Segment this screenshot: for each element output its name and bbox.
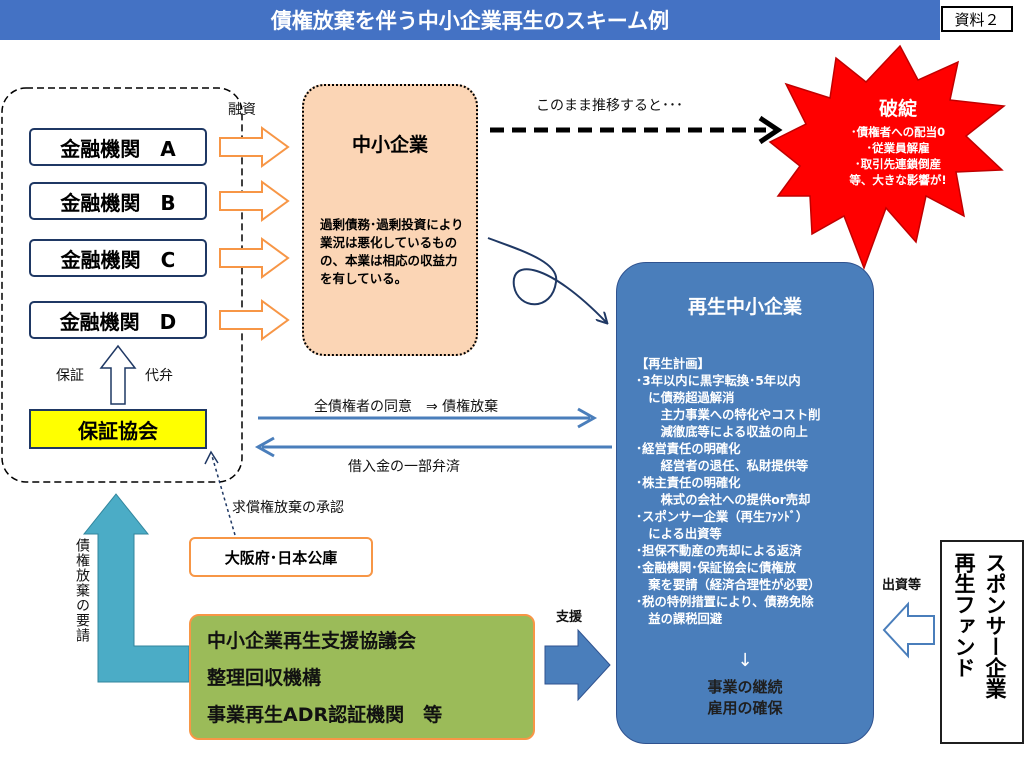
- subrogation-label: 代弁: [145, 368, 173, 384]
- loan-arrow-c: [219, 237, 290, 279]
- bankruptcy-line: ･債権者への配当0: [850, 125, 946, 139]
- sme-description: 過剰債務･過剰投資により業況は悪化しているものの、本業は相応の収益力を有している…: [320, 217, 464, 286]
- bankruptcy-star: [768, 44, 1006, 271]
- revived-sme-box: [616, 262, 874, 744]
- financial-institution-d: 金融機関 D: [29, 301, 207, 339]
- financial-institution-c: 金融機関 C: [29, 239, 207, 277]
- revived-sme-title: 再生中小企業: [687, 296, 802, 318]
- repayment-arrow-head: [254, 436, 275, 458]
- sme-title: 中小企業: [351, 134, 428, 156]
- guarantee-label: 保証: [56, 368, 84, 384]
- bankruptcy-details: ･債権者への配当0 ･従業員解雇 ･取引先連鎖倒産 等、大きな影響が!: [820, 124, 976, 188]
- approval-arrow: [211, 455, 236, 536]
- consent-arrow-head: [577, 407, 598, 429]
- bankruptcy-title: 破綻: [878, 98, 917, 120]
- request-label: 債権放棄の要請: [74, 538, 90, 643]
- revival-curve: [487, 237, 606, 322]
- guarantee-arrow: [99, 344, 137, 405]
- creditor-group-boundary: [1, 87, 243, 483]
- support-org-2: 整理回収機構: [207, 667, 322, 689]
- support-arrow: [544, 628, 611, 702]
- bankruptcy-line: ･取引先連鎖倒産: [854, 157, 942, 171]
- guarantee-association: 保証協会: [29, 409, 207, 449]
- page-title: 債権放棄を伴う中小企業再生のスキーム例: [0, 0, 940, 40]
- support-org-3: 事業再生ADR認証機関 等: [207, 704, 443, 726]
- support-org-1: 中小企業再生支援協議会: [207, 630, 417, 652]
- investment-label: 出資等: [882, 578, 922, 593]
- approval-label: 求償権放棄の承認: [232, 500, 344, 516]
- sponsor-company: スポンサー企業: [983, 552, 1007, 699]
- revival-fund: 再生ファンド: [952, 552, 976, 678]
- down-arrow: ↓: [737, 650, 753, 671]
- repayment-label: 借入金の一部弁済: [348, 459, 460, 475]
- document-label: 資料２: [941, 6, 1013, 32]
- result-line: 雇用の確保: [707, 699, 783, 717]
- consent-label: 全債権者の同意 ⇒ 債権放棄: [314, 399, 499, 415]
- investment-arrow: [882, 601, 935, 659]
- revival-result: 事業の継続 雇用の確保: [616, 677, 874, 719]
- bankruptcy-line: 等、大きな影響が!: [849, 173, 947, 187]
- financial-institution-a: 金融機関 A: [29, 128, 207, 166]
- financial-institution-b: 金融機関 B: [29, 182, 207, 220]
- result-line: 事業の継続: [707, 678, 783, 696]
- sme-box: [302, 84, 478, 356]
- sponsor-box: [940, 540, 1024, 744]
- loan-arrow-a: [219, 126, 290, 168]
- approval-arrow-head: [204, 450, 219, 465]
- trend-arrow-head: [758, 115, 783, 145]
- loan-label: 融資: [228, 102, 256, 118]
- loan-arrow-d: [219, 299, 290, 341]
- request-arrow: [82, 493, 190, 683]
- loan-arrow-b: [219, 180, 290, 222]
- bankruptcy-line: ･従業員解雇: [866, 141, 930, 155]
- support-label: 支援: [556, 610, 583, 625]
- support-organizations-box: [189, 614, 535, 740]
- revival-plan: 【再生計画】 ･3年以内に黒字転換･5年以内 に債務超過解消 主力事業への特化や…: [636, 357, 821, 626]
- trend-label: このまま推移すると･･･: [536, 98, 683, 114]
- osaka-japan-finance-box: 大阪府･日本公庫: [189, 537, 373, 577]
